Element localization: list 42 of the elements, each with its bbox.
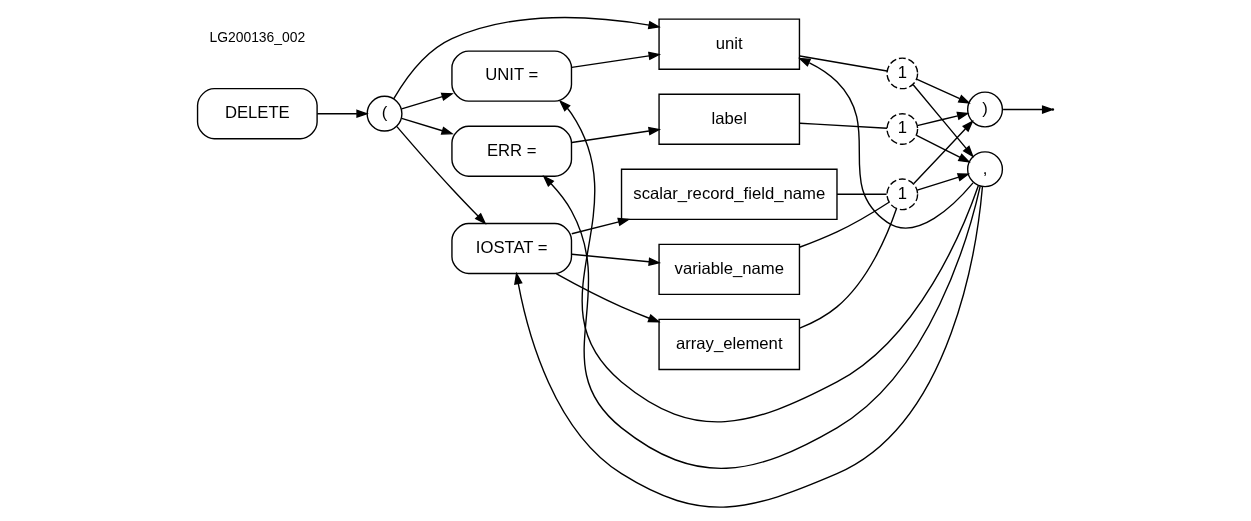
node-box: ERR = [451,125,573,177]
connector [798,201,890,248]
arrow [571,253,662,267]
arrow [542,175,981,469]
arrow [400,117,454,135]
arrow [514,186,984,508]
arrow [571,126,662,144]
node-box: UNIT = [451,50,573,102]
node-circle: 1 [886,57,919,90]
node-circle: 1 [886,113,919,145]
connector [799,207,898,329]
node-circle: , [966,151,1004,188]
node-circle: 1 [886,178,919,211]
connector [799,55,888,72]
arrow [316,109,369,119]
node-box: DELETE [196,87,318,140]
arrow [912,84,974,158]
node-box: variable_name [658,243,801,296]
arrow [915,78,971,104]
arrow [400,92,454,110]
arrow [916,111,970,127]
arrow [571,51,662,69]
arrow [571,217,631,235]
node-box: unit [658,18,801,70]
arrow [915,134,971,163]
arrow [555,272,661,323]
arrow [396,125,487,225]
arrow [393,16,661,100]
arrow [916,173,971,191]
arrow [558,99,980,423]
connector [799,122,888,129]
node-box: IOSTAT = [451,222,573,275]
node-box: scalar_record_field_name [620,168,838,221]
node-circle: ) [966,91,1004,128]
connector [836,193,888,195]
node-box: array_element [658,318,801,371]
label: LG200136_002 [209,29,306,46]
arrow [913,120,974,185]
node-circle: ( [366,95,403,132]
node-box: label [658,93,801,145]
arrow [798,57,974,229]
arrow [1002,105,1055,114]
